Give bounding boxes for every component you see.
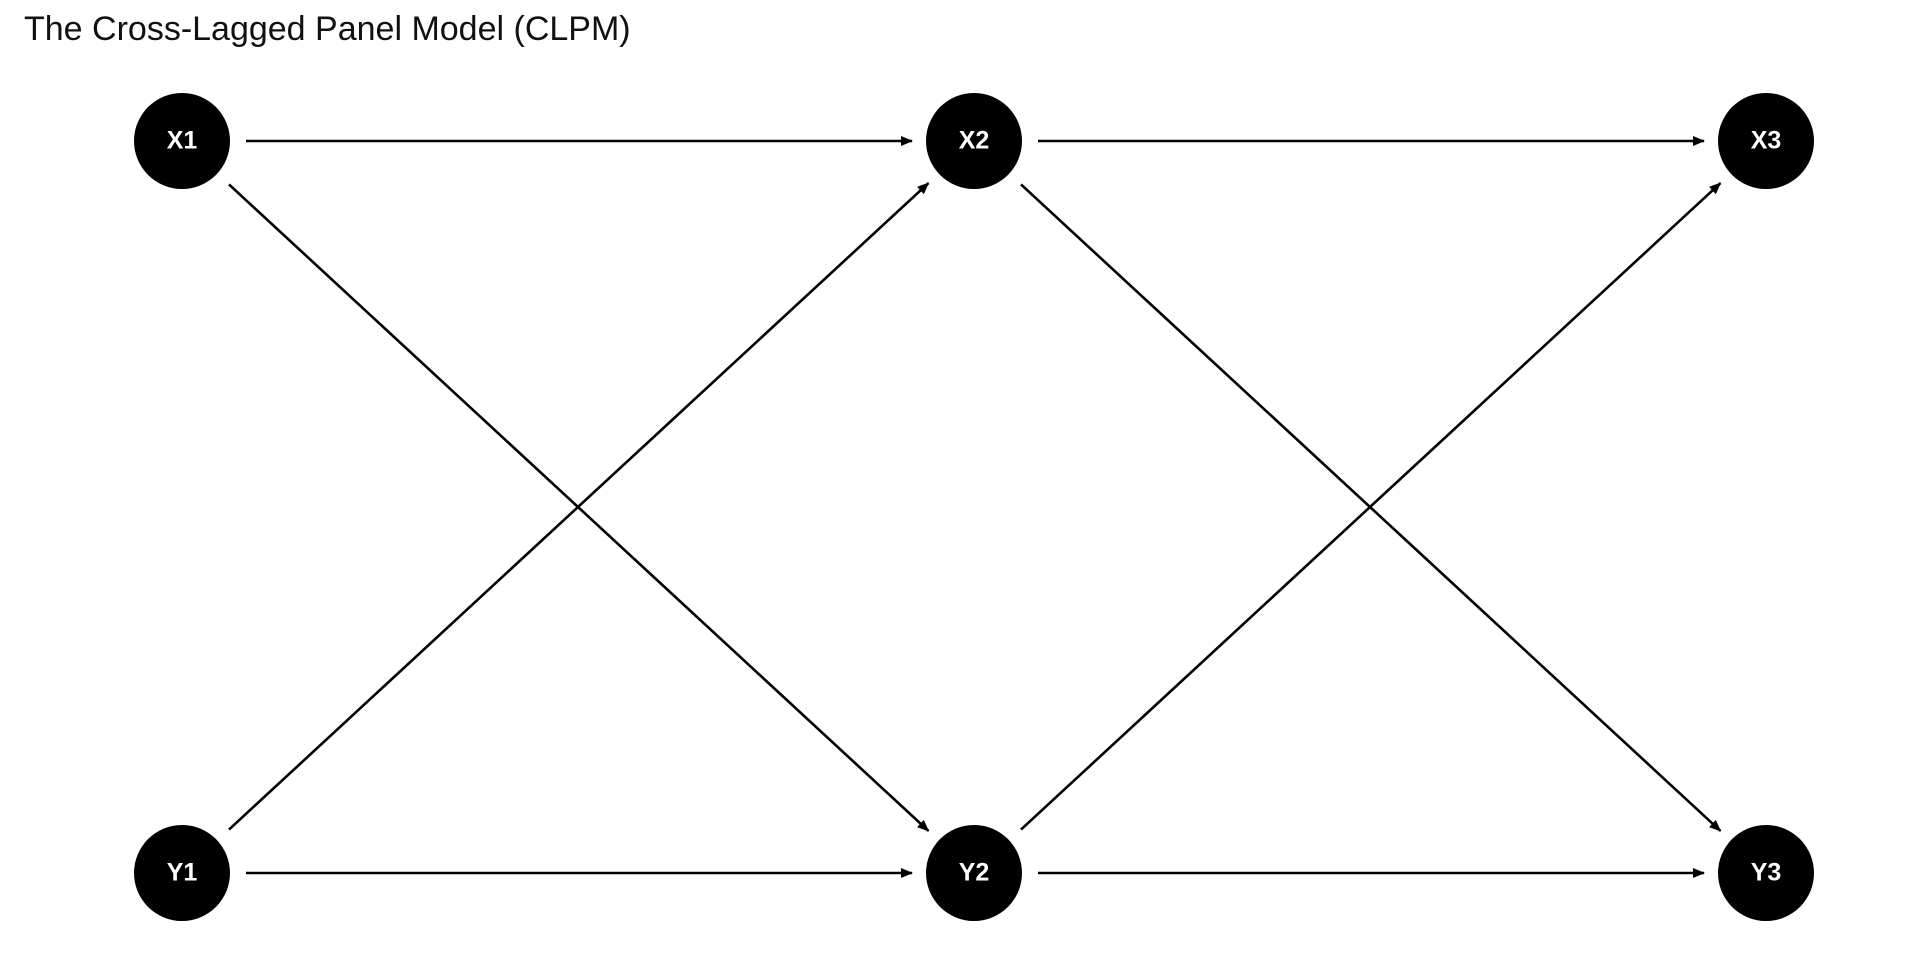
node-label: X1 xyxy=(167,127,198,155)
node-y3: Y3 xyxy=(1718,825,1814,921)
node-circle xyxy=(1718,93,1814,189)
edge-y1-to-x2 xyxy=(228,182,930,831)
node-circle xyxy=(134,825,230,921)
node-circle xyxy=(926,825,1022,921)
edges-layer xyxy=(228,136,1722,878)
node-label: Y2 xyxy=(959,859,990,887)
node-label: Y1 xyxy=(167,859,198,887)
node-circle xyxy=(134,93,230,189)
node-x3: X3 xyxy=(1718,93,1814,189)
node-x1: X1 xyxy=(134,93,230,189)
node-y1: Y1 xyxy=(134,825,230,921)
node-circle xyxy=(926,93,1022,189)
edge-y2-to-x3 xyxy=(1020,182,1722,831)
node-y2: Y2 xyxy=(926,825,1022,921)
node-label: X3 xyxy=(1751,127,1782,155)
node-label: X2 xyxy=(959,127,990,155)
node-label: Y3 xyxy=(1751,859,1782,887)
diagram-title: The Cross-Lagged Panel Model (CLPM) xyxy=(24,10,631,48)
node-circle xyxy=(1718,825,1814,921)
node-x2: X2 xyxy=(926,93,1022,189)
